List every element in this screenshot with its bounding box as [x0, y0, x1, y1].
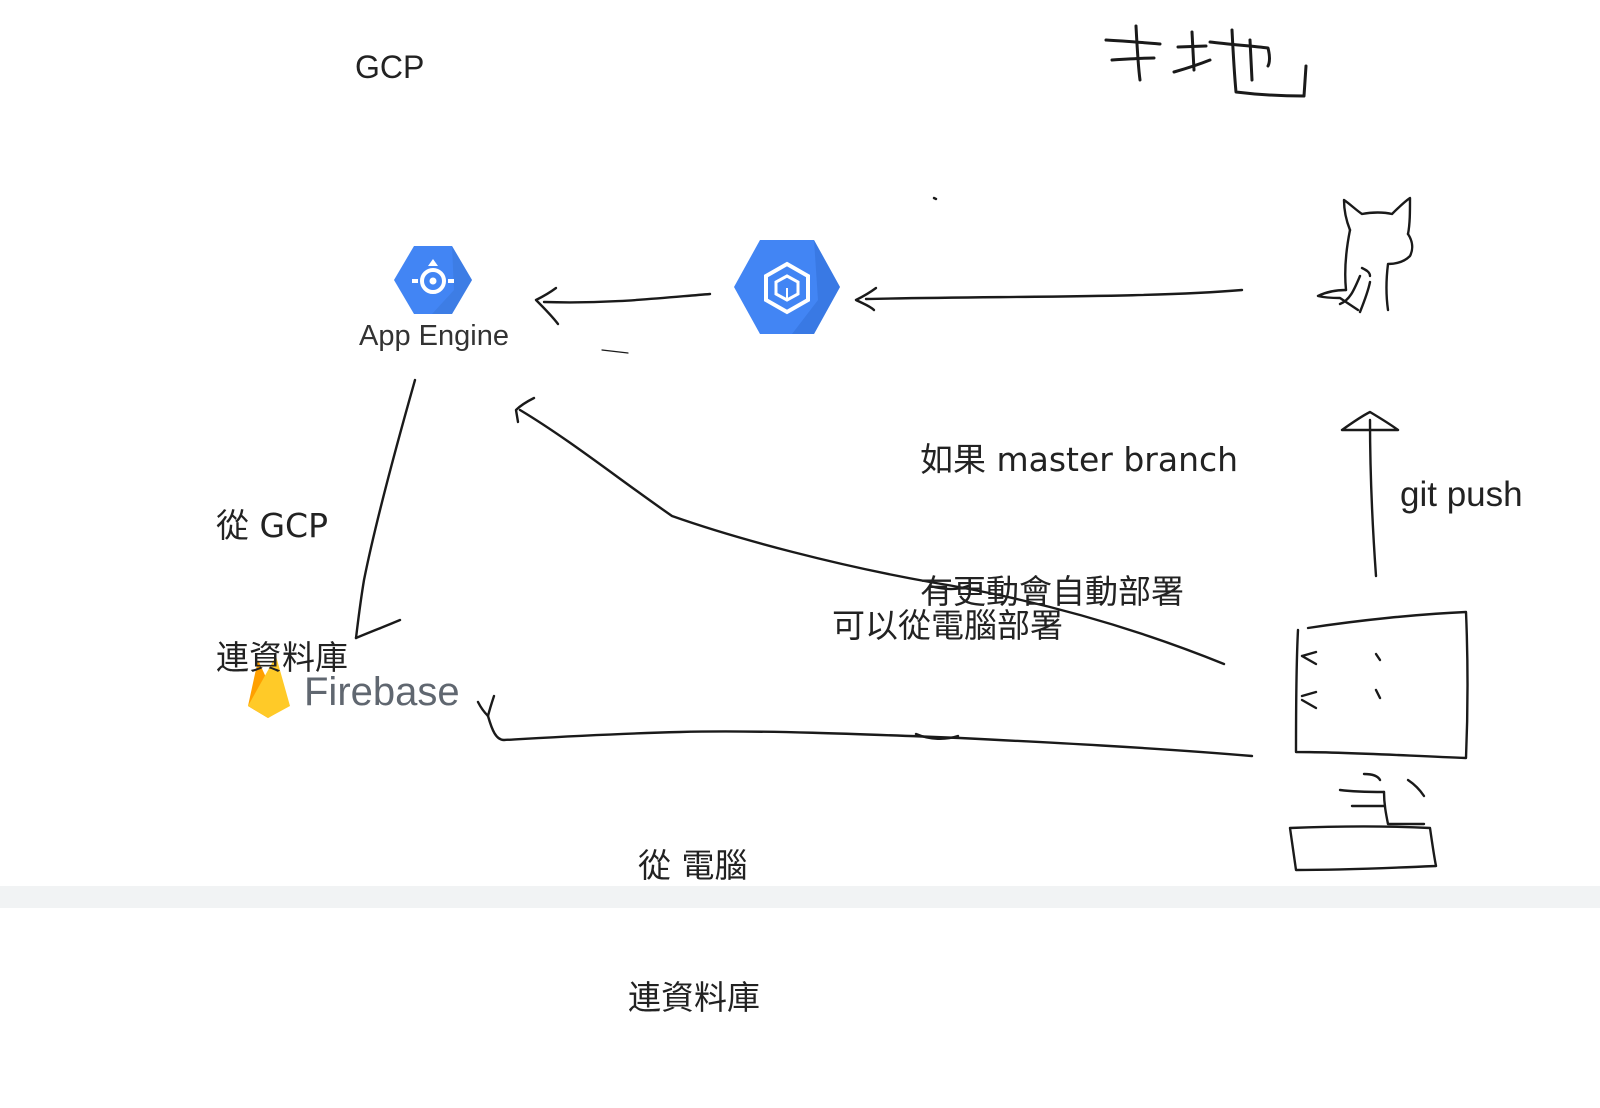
gcp-label: GCP: [355, 49, 425, 85]
pc-to-db-note: 從 電腦 連資料庫: [628, 756, 760, 1108]
gcp-to-db-line2: 連資料庫: [216, 638, 348, 677]
arrow-computer-to-firebase: [476, 694, 1254, 758]
cloud-build-icon: [734, 240, 840, 334]
auto-deploy-note: 如果 master branch 有更動會自動部署: [920, 350, 1238, 702]
computer-icon: [1288, 610, 1469, 872]
github-octocat-icon: [1316, 196, 1414, 314]
firebase-label: Firebase: [304, 670, 460, 714]
auto-deploy-line2: 有更動會自動部署: [920, 572, 1184, 611]
gcp-to-db-line1: 從 GCP: [216, 506, 329, 545]
app-engine-icon: [394, 246, 472, 314]
auto-deploy-line1: 如果 master branch: [920, 440, 1239, 479]
diagram-drawing: [248, 24, 1469, 872]
arrow-github-to-cloudbuild: [854, 286, 1244, 312]
arrow-computer-to-appengine: [514, 396, 1226, 666]
pc-to-db-line1: 從 電腦: [638, 846, 748, 885]
app-engine-label: App Engine: [359, 320, 509, 352]
diagram-canvas: GCP App Engine Firebase 從 GCP 連資料庫 如果 ma…: [0, 24, 1600, 1017]
bottom-scroll-strip: [0, 886, 1600, 908]
deploy-from-pc-note: 可以從電腦部署: [832, 606, 1063, 645]
arrow-git-push: [1340, 410, 1400, 578]
arrow-appengine-to-firebase: [354, 378, 417, 640]
handwritten-local-label: [1104, 24, 1308, 98]
gcp-to-db-note: 從 GCP 連資料庫: [216, 416, 348, 768]
firebase-icon: [248, 656, 290, 718]
pc-to-db-line2: 連資料庫: [628, 978, 760, 1017]
git-push-label: git push: [1400, 475, 1523, 514]
arrow-cloudbuild-to-appengine: [534, 286, 712, 326]
